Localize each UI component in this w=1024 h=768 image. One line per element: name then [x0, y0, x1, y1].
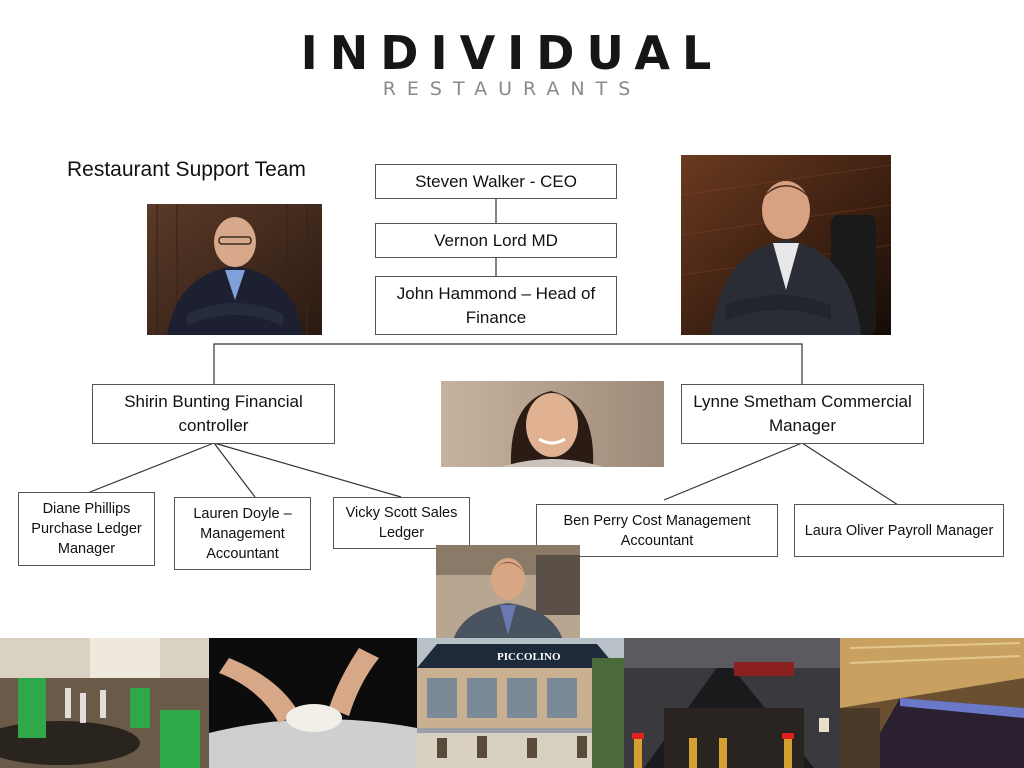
org-box-commercial-manager: Lynne Smetham Commercial Manager: [681, 384, 924, 444]
org-box-label: Vicky Scott Sales Ledger: [345, 505, 458, 541]
org-box-label: Steven Walker - CEO: [415, 171, 577, 191]
section-title: Restaurant Support Team: [67, 158, 306, 181]
photo-strip-dough: [209, 638, 417, 768]
portrait-photo-bottom: [436, 545, 580, 648]
logo-tagline: RESTAURANTS: [382, 78, 642, 100]
org-box-label: Ben Perry Cost Management Accountant: [563, 512, 751, 549]
photo-strip-restaurant-entrance: [624, 638, 840, 768]
photo-strip-bar-counter: [840, 638, 1024, 768]
connector-finance-branch: [213, 343, 803, 384]
connector-fc-sales: [213, 442, 402, 498]
connector-fc-purchase: [89, 442, 215, 493]
org-box-payroll: Laura Oliver Payroll Manager: [794, 504, 1004, 557]
connector-cm-payroll: [801, 442, 899, 506]
org-box-label: Vernon Lord MD: [434, 230, 558, 250]
org-box-management-accountant: Lauren Doyle – Management Accountant: [174, 497, 311, 570]
org-box-cost-management: Ben Perry Cost Management Accountant: [536, 504, 778, 557]
connector-cm-cost: [663, 442, 803, 501]
photo-strip-piccolino-terrace: PICCOLINO: [417, 638, 624, 768]
photo-strip-restaurant-interior: [0, 638, 209, 768]
org-box-label: Laura Oliver Payroll Manager: [804, 522, 994, 539]
portrait-photo-right: [681, 155, 891, 335]
org-box-label: Lauren Doyle – Management Accountant: [193, 505, 292, 562]
connector-fc-management: [213, 442, 256, 498]
org-box-ceo: Steven Walker - CEO: [375, 164, 617, 199]
org-box-financial-controller: Shirin Bunting Financial controller: [92, 384, 335, 444]
portrait-photo-left: [147, 204, 322, 335]
org-box-sales-ledger: Vicky Scott Sales Ledger: [333, 497, 470, 549]
org-box-label: John Hammond – Head of Finance: [396, 283, 596, 327]
logo-wordmark: INDIVIDUAL: [300, 26, 724, 80]
org-box-purchase-ledger: Diane Phillips Purchase Ledger Manager: [18, 492, 155, 566]
org-box-head-of-finance: John Hammond – Head of Finance: [375, 276, 617, 335]
org-box-md: Vernon Lord MD: [375, 223, 617, 258]
piccolino-sign-text: PICCOLINO: [497, 651, 561, 663]
org-box-label: Shirin Bunting Financial controller: [124, 392, 303, 435]
org-box-label: Lynne Smetham Commercial Manager: [693, 392, 912, 435]
org-box-label: Diane Phillips Purchase Ledger Manager: [31, 501, 142, 557]
portrait-photo-center: [441, 381, 664, 467]
